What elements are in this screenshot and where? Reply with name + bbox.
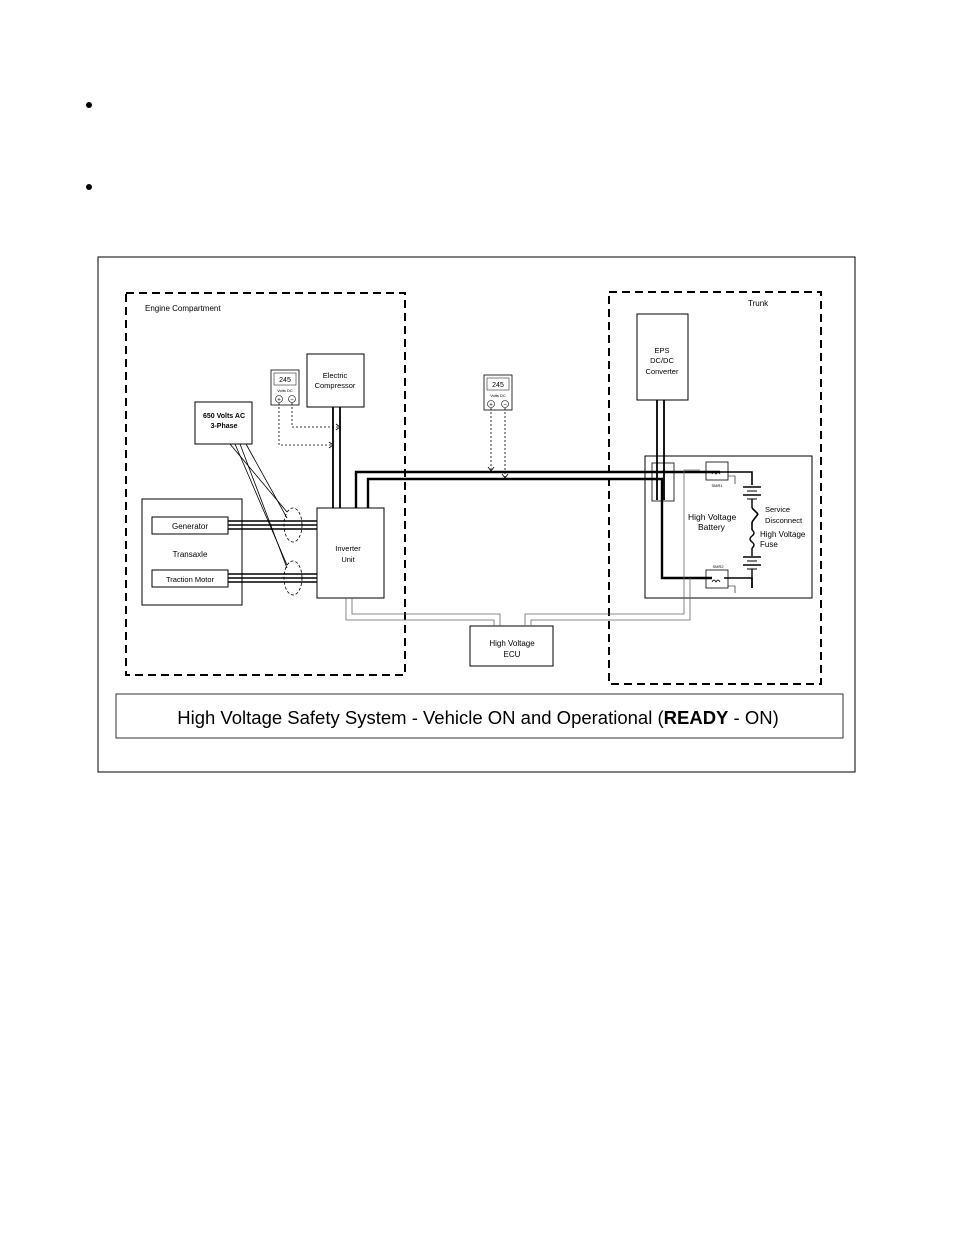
hv-negative-line [366, 477, 712, 580]
meter-2-minus: − [503, 403, 507, 409]
meter-1-plus-terminal [275, 395, 283, 403]
compressor-label-1: Electric [323, 371, 348, 380]
smr1-label: SMR1 [711, 483, 723, 488]
meter-2-plus: + [489, 403, 493, 409]
meter-1-unit: Volts DC [277, 388, 293, 393]
phase-marker-top [283, 507, 303, 543]
engine-compartment-label: Engine Compartment [145, 304, 221, 313]
service-disconnect-label-2: Disconnect [765, 516, 803, 525]
eps-label-3: Converter [646, 367, 679, 376]
service-disconnect-label-1: Service [765, 505, 790, 514]
meter-1-arrow-a [328, 441, 334, 449]
eps-label-1: EPS [654, 346, 669, 355]
meter-2-unit: Volts DC [490, 393, 506, 398]
trunk-zone [608, 291, 822, 685]
hv-battery-label-2: Battery [698, 522, 726, 532]
caption-box [115, 693, 844, 739]
compressor-lines [332, 407, 341, 508]
bullet-1 [86, 102, 92, 108]
hv-ecu-label-2: ECU [504, 650, 521, 659]
trunk-label: Trunk [748, 299, 769, 308]
ac-leader-lines [229, 443, 288, 569]
bullet-2 [86, 184, 92, 190]
eps-converter-box [636, 313, 689, 401]
smr1-ground [728, 475, 736, 484]
meter-2-probes [490, 408, 506, 479]
hv-fuse-label-2: Fuse [760, 540, 778, 549]
inverter-label-1: Inverter [335, 544, 361, 553]
ac-label-box [194, 401, 253, 445]
eps-junction [651, 462, 675, 502]
caption-bold: READY [664, 707, 729, 728]
meter-2-arrow-a [487, 466, 495, 472]
smr1-coil [711, 471, 721, 475]
phase-marker-bottom [283, 560, 303, 596]
hv-ecu-box [469, 625, 554, 667]
smr2-label: SMR2 [712, 564, 724, 569]
meter-1-minus-terminal [288, 395, 296, 403]
hv-positive-line [354, 470, 720, 508]
ac-label-1: 650 Volts AC [203, 413, 245, 420]
smr1-relay [705, 461, 729, 481]
battery-cells-bottom [743, 548, 761, 588]
fuse-symbol [749, 529, 755, 549]
hv-fuse-label-1: High Voltage [760, 530, 806, 539]
meter-2-value: 245 [492, 382, 504, 389]
diagram-frame [97, 256, 856, 773]
smr2-ground [728, 585, 736, 593]
compressor-label-2: Compressor [315, 381, 356, 390]
eps-label-2: DC/DC [650, 356, 674, 365]
traction-motor-label: Traction Motor [166, 575, 215, 584]
generator-label: Generator [172, 522, 208, 531]
electric-compressor-box [306, 353, 365, 408]
battery-cells-top [743, 486, 761, 508]
inverter-box [316, 507, 385, 599]
battery-wire-top [720, 471, 753, 485]
smr2-coil [711, 579, 721, 583]
hv-battery-box [644, 455, 813, 599]
voltmeter-1: 245 Volts DC + − [270, 369, 300, 406]
hv-ecu-label-1: High Voltage [489, 639, 535, 648]
engine-compartment-zone [125, 292, 406, 676]
meter-1-probes [278, 403, 340, 446]
meter-2-arrow-b [501, 473, 509, 479]
service-disconnect-symbol [751, 507, 759, 530]
meter-1-minus: − [290, 398, 294, 404]
ac-label-2: 3-Phase [211, 423, 238, 430]
caption-suffix: - ON) [728, 707, 778, 728]
transaxle-label: Transaxle [173, 550, 208, 559]
meter-2-minus-terminal [501, 400, 509, 408]
transaxle-box [141, 498, 243, 606]
inverter-label-2: Unit [341, 555, 355, 564]
meter-2-plus-terminal [487, 400, 495, 408]
caption-prefix: High Voltage Safety System - Vehicle ON … [177, 707, 664, 728]
meter-1-value: 245 [279, 377, 291, 384]
diagram-caption: High Voltage Safety System - Vehicle ON … [177, 707, 779, 728]
hv-battery-label-1: High Voltage [688, 512, 736, 522]
eps-lines [656, 400, 665, 500]
voltmeter-2: 245 Volts DC + − [483, 374, 513, 411]
meter-1-arrow-b [335, 423, 341, 431]
smr2-relay [705, 569, 729, 589]
ecu-control-lines [345, 469, 700, 626]
meter-1-plus: + [277, 398, 281, 404]
